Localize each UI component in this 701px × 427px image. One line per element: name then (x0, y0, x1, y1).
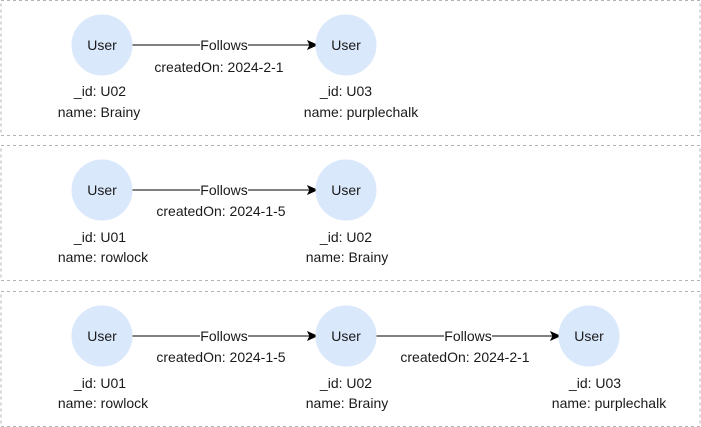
example-panel-2: Follows createdOn: 2024-1-5 User _id: U0… (0, 145, 701, 281)
follows-edge: Follows createdOn: 2024-2-1 (132, 37, 319, 75)
edge-label: Follows (200, 328, 247, 344)
user-node[interactable]: User _id: U01 name: rowlock (58, 305, 149, 411)
follows-edge: Follows createdOn: 2024-1-5 (132, 182, 319, 219)
node-name: name: Brainy (306, 249, 388, 265)
node-circle[interactable] (315, 305, 377, 367)
node-circle[interactable] (558, 305, 620, 367)
node-label: User (331, 182, 361, 198)
node-id: _id: U01 (73, 229, 126, 245)
node-id: _id: U02 (319, 375, 372, 391)
edge-label: Follows (200, 182, 247, 198)
user-node[interactable]: User _id: U03 name: purplechalk (304, 14, 419, 120)
node-id: _id: U02 (319, 229, 372, 245)
user-node[interactable]: User _id: U01 name: rowlock (58, 159, 149, 265)
node-circle[interactable] (71, 159, 133, 221)
node-label: User (331, 328, 361, 344)
node-name: name: Brainy (306, 395, 388, 411)
arrowhead-icon (549, 330, 562, 342)
node-name: name: rowlock (58, 249, 149, 265)
node-label: User (87, 182, 117, 198)
edge-property: createdOn: 2024-2-1 (400, 349, 529, 365)
follows-edge: Follows createdOn: 2024-2-1 (376, 328, 562, 365)
node-circle[interactable] (315, 159, 377, 221)
node-circle[interactable] (71, 14, 133, 76)
arrowhead-icon (306, 39, 319, 51)
node-name: name: purplechalk (304, 104, 419, 120)
arrowhead-icon (306, 330, 319, 342)
arrowhead-icon (306, 184, 319, 196)
example-panel-3: Follows createdOn: 2024-1-5 Follows crea… (0, 291, 701, 427)
follows-edge: Follows createdOn: 2024-1-5 (132, 328, 319, 365)
node-name: name: purplechalk (552, 395, 667, 411)
edge-property: createdOn: 2024-1-5 (156, 349, 285, 365)
node-circle[interactable] (315, 14, 377, 76)
node-name: name: rowlock (58, 395, 149, 411)
node-label: User (331, 37, 361, 53)
node-circle[interactable] (71, 305, 133, 367)
node-id: _id: U01 (73, 375, 126, 391)
edge-label: Follows (200, 37, 247, 53)
edge-label: Follows (444, 328, 491, 344)
user-node[interactable]: User _id: U03 name: purplechalk (552, 305, 667, 411)
edge-property: createdOn: 2024-1-5 (156, 203, 285, 219)
node-label: User (574, 328, 604, 344)
user-node[interactable]: User _id: U02 name: Brainy (306, 159, 388, 265)
node-label: User (87, 37, 117, 53)
node-id: _id: U03 (568, 375, 621, 391)
edge-property: createdOn: 2024-2-1 (154, 59, 283, 75)
node-name: name: Brainy (58, 104, 140, 120)
node-id: _id: U03 (319, 83, 372, 99)
user-node[interactable]: User _id: U02 name: Brainy (58, 14, 140, 120)
node-label: User (87, 328, 117, 344)
node-id: _id: U02 (73, 83, 126, 99)
user-node[interactable]: User _id: U02 name: Brainy (306, 305, 388, 411)
example-panel-1: Follows createdOn: 2024-2-1 User _id: U0… (0, 0, 701, 136)
